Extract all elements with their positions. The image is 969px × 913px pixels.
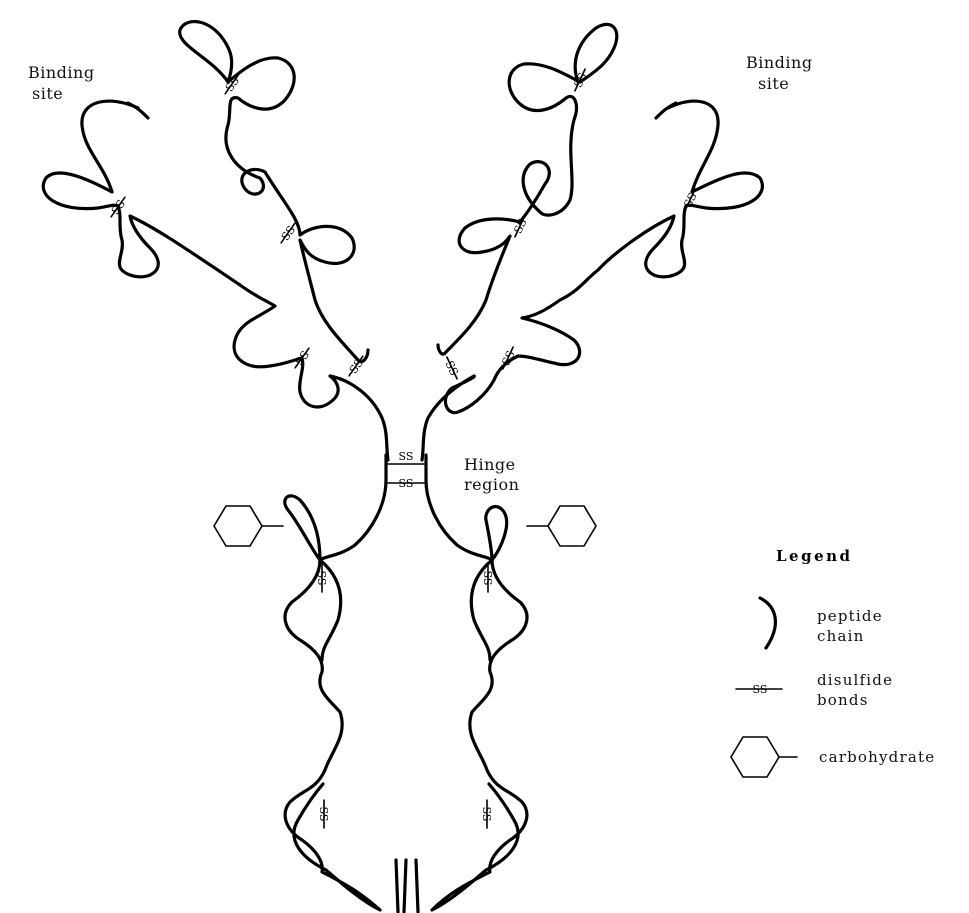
disulfide-bond-left-ch3: SS	[317, 800, 330, 828]
ss-mark-text: SS	[317, 807, 330, 822]
ss-mark-text: SS	[481, 571, 494, 586]
disulfide-bond-left-vl: SS	[106, 194, 130, 221]
disulfide-bond-right-vh: SS	[569, 67, 591, 94]
right-heavy-chain	[438, 24, 617, 354]
disulfide-bonds: SS SS SS SS SS SS SS SS	[106, 67, 701, 828]
ss-mark-text: SS	[399, 450, 414, 463]
legend-title: Legend	[776, 547, 853, 565]
disulfide-bond-hinge-lower: SS	[386, 477, 426, 490]
legend-item-peptide-chain: peptide chain	[817, 607, 889, 645]
disulfide-bond-symbol: SS	[736, 683, 782, 696]
disulfide-bond-right-ch1: SS	[509, 213, 531, 240]
legend-item-carbohydrate: carbohydrate	[819, 748, 935, 766]
ss-mark-text: SS	[279, 223, 298, 243]
binding-site-label-left: Binding site	[28, 63, 100, 103]
left-heavy-chain	[180, 22, 368, 362]
legend-item-disulfide-bonds: disulfide bonds	[817, 671, 899, 709]
ss-mark-text: SS	[753, 683, 768, 696]
left-light-chain	[43, 101, 388, 460]
hinge-region-label: Hinge region	[464, 455, 521, 494]
disulfide-bond-left-cl: SS	[290, 345, 314, 372]
right-light-chain	[422, 101, 762, 460]
ss-mark-text: SS	[293, 348, 312, 368]
c-terminal-ends	[396, 860, 418, 912]
left-fc-chain	[285, 496, 380, 910]
binding-site-label-right: Binding site	[746, 53, 818, 93]
disulfide-bond-right-ch3: SS	[480, 800, 493, 828]
ss-mark-text: SS	[315, 571, 328, 586]
ss-mark-text: SS	[399, 477, 414, 490]
right-fc-chain	[432, 507, 527, 910]
ss-mark-text: SS	[480, 807, 493, 822]
legend: Legend peptide chain SS disulfide bonds …	[731, 547, 935, 777]
disulfide-bond-left-ch2: SS	[315, 564, 328, 592]
carbohydrate-left	[214, 506, 283, 546]
carbohydrate-symbol	[731, 737, 797, 777]
peptide-chain-symbol	[760, 598, 775, 648]
disulfide-bond-right-interchain: SS	[441, 355, 463, 382]
ss-mark-text: SS	[443, 359, 461, 378]
disulfide-bond-hinge-upper: SS	[386, 450, 426, 464]
ss-mark-text: SS	[109, 197, 128, 217]
carbohydrate-right	[527, 506, 596, 546]
